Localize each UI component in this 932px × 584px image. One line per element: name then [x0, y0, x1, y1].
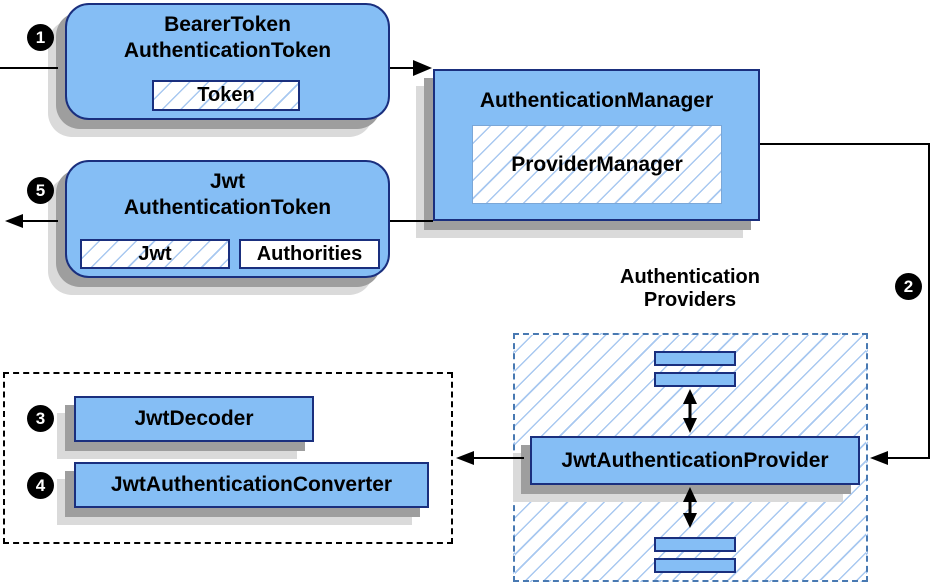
providers-group-box: JwtAuthenticationProvider	[513, 333, 868, 582]
arrowhead-step5-out	[5, 214, 23, 228]
providers-group-label: Authentication Providers	[555, 266, 825, 312]
field-provider-manager: ProviderManager	[472, 125, 722, 204]
providers-label-line-1: Authentication	[620, 266, 760, 288]
title-line-1: Jwt	[209, 170, 245, 193]
node-bearer-token-authentication-token: BearerToken AuthenticationToken Token	[65, 3, 390, 120]
provider-placeholder-bar	[654, 558, 736, 573]
field-jwt-label: Jwt	[138, 242, 172, 265]
arrowhead-step2-into-provider	[870, 451, 888, 465]
title-line-2: AuthenticationToken	[123, 39, 332, 62]
decoder-group-box: JwtDecoder JwtAuthenticationConverter	[3, 372, 453, 544]
provider-manager-label: ProviderManager	[511, 152, 683, 176]
providers-label-line-2: Providers	[643, 289, 737, 311]
jwt-authentication-provider-label: JwtAuthenticationProvider	[561, 448, 829, 472]
node-authentication-manager: AuthenticationManager ProviderManager	[433, 69, 760, 221]
node-jwt-authentication-provider: JwtAuthenticationProvider	[530, 436, 860, 485]
provider-placeholder-bar	[654, 537, 736, 552]
arrowhead-into-decoder-group	[456, 451, 474, 465]
jwt-decoder-label: JwtDecoder	[134, 407, 254, 430]
field-authorities-label: Authorities	[256, 242, 363, 265]
step-5-badge: 5	[27, 177, 54, 204]
title-line-2: AuthenticationToken	[123, 196, 332, 219]
node-jwt-decoder: JwtDecoder	[74, 396, 314, 442]
node-jwt-authentication-converter: JwtAuthenticationConverter	[74, 462, 429, 508]
step-4-badge: 4	[27, 472, 54, 499]
title-line-1: BearerToken	[164, 13, 291, 36]
field-token-label: Token	[197, 84, 255, 106]
field-jwt: Jwt	[80, 239, 230, 269]
field-token: Token	[152, 80, 300, 111]
provider-placeholder-bar	[654, 372, 736, 387]
field-authorities: Authorities	[239, 239, 380, 269]
node-title: BearerToken AuthenticationToken	[67, 5, 388, 64]
jwt-authentication-converter-label: JwtAuthenticationConverter	[110, 473, 393, 496]
node-jwt-authentication-token: Jwt AuthenticationToken Jwt Authorities	[65, 160, 390, 278]
step-1-badge: 1	[27, 24, 54, 51]
arrowhead-into-manager	[413, 60, 432, 76]
step-3-badge: 3	[27, 405, 54, 432]
provider-placeholder-bar	[654, 351, 736, 366]
node-title: Jwt AuthenticationToken	[67, 162, 388, 221]
node-title: AuthenticationManager	[479, 89, 714, 112]
step-2-badge: 2	[895, 273, 922, 300]
